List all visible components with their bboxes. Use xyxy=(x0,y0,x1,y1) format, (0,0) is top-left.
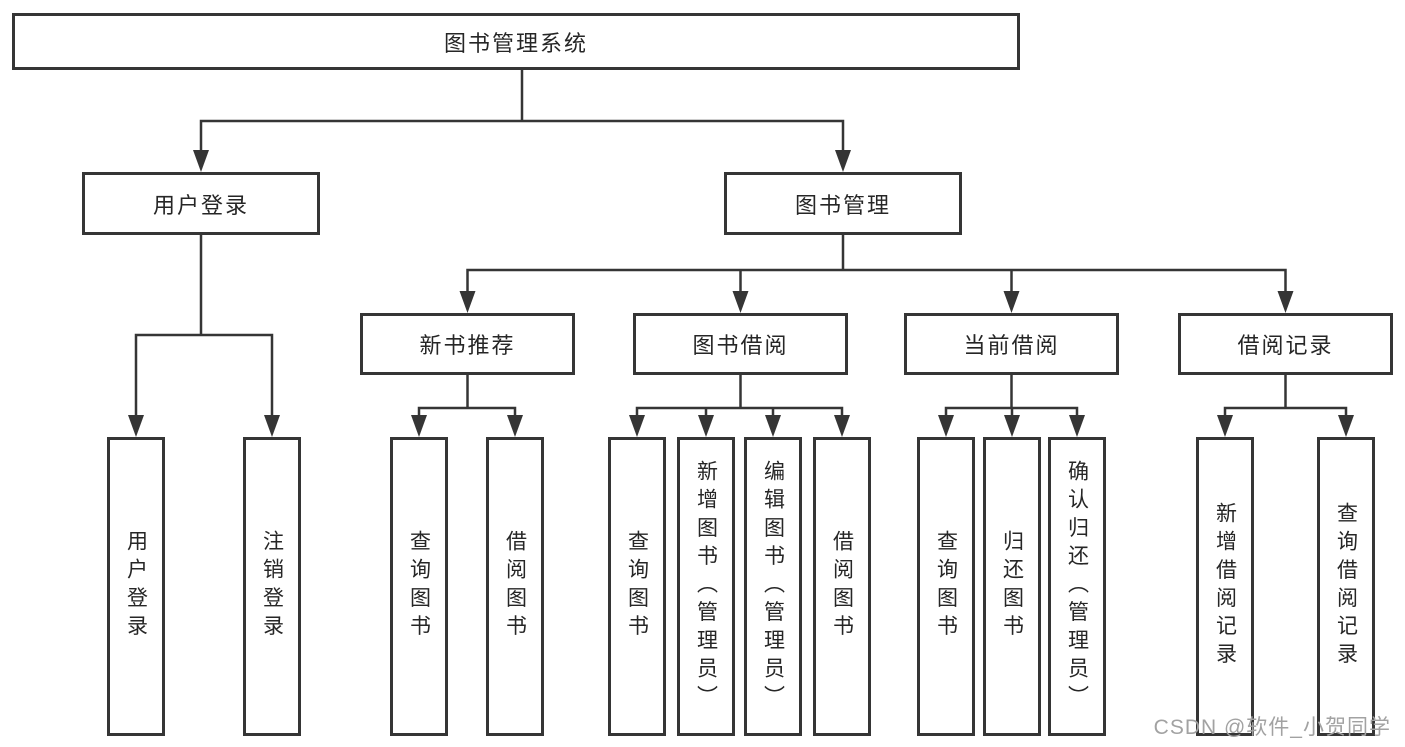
leaf-query-books-current: 查询图书 xyxy=(917,437,975,736)
node-book-management: 图书管理 xyxy=(724,172,962,235)
leaf-return-book: 归还图书 xyxy=(983,437,1041,736)
leaf-user-login: 用户登录 xyxy=(107,437,165,736)
node-current-borrowing: 当前借阅 xyxy=(904,313,1119,375)
leaf-query-books-borrowing: 查询图书 xyxy=(608,437,666,736)
leaf-query-borrow-record: 查询借阅记录 xyxy=(1317,437,1375,736)
csdn-watermark: CSDN @软件_小贺同学 xyxy=(1153,716,1391,739)
node-user-login: 用户登录 xyxy=(82,172,320,235)
leaf-confirm-return-admin: 确认归还（管理员） xyxy=(1048,437,1106,736)
leaf-add-book-admin: 新增图书（管理员） xyxy=(677,437,735,736)
node-book-borrowing: 图书借阅 xyxy=(633,313,848,375)
leaf-borrow-books-borrowing: 借阅图书 xyxy=(813,437,871,736)
leaf-query-books-recommend: 查询图书 xyxy=(390,437,448,736)
leaf-logout: 注销登录 xyxy=(243,437,301,736)
leaf-borrow-books-recommend: 借阅图书 xyxy=(486,437,544,736)
leaf-edit-book-admin: 编辑图书（管理员） xyxy=(744,437,802,736)
node-root: 图书管理系统 xyxy=(12,13,1020,70)
node-new-book-recommend: 新书推荐 xyxy=(360,313,575,375)
leaf-add-borrow-record: 新增借阅记录 xyxy=(1196,437,1254,736)
node-borrow-records: 借阅记录 xyxy=(1178,313,1393,375)
